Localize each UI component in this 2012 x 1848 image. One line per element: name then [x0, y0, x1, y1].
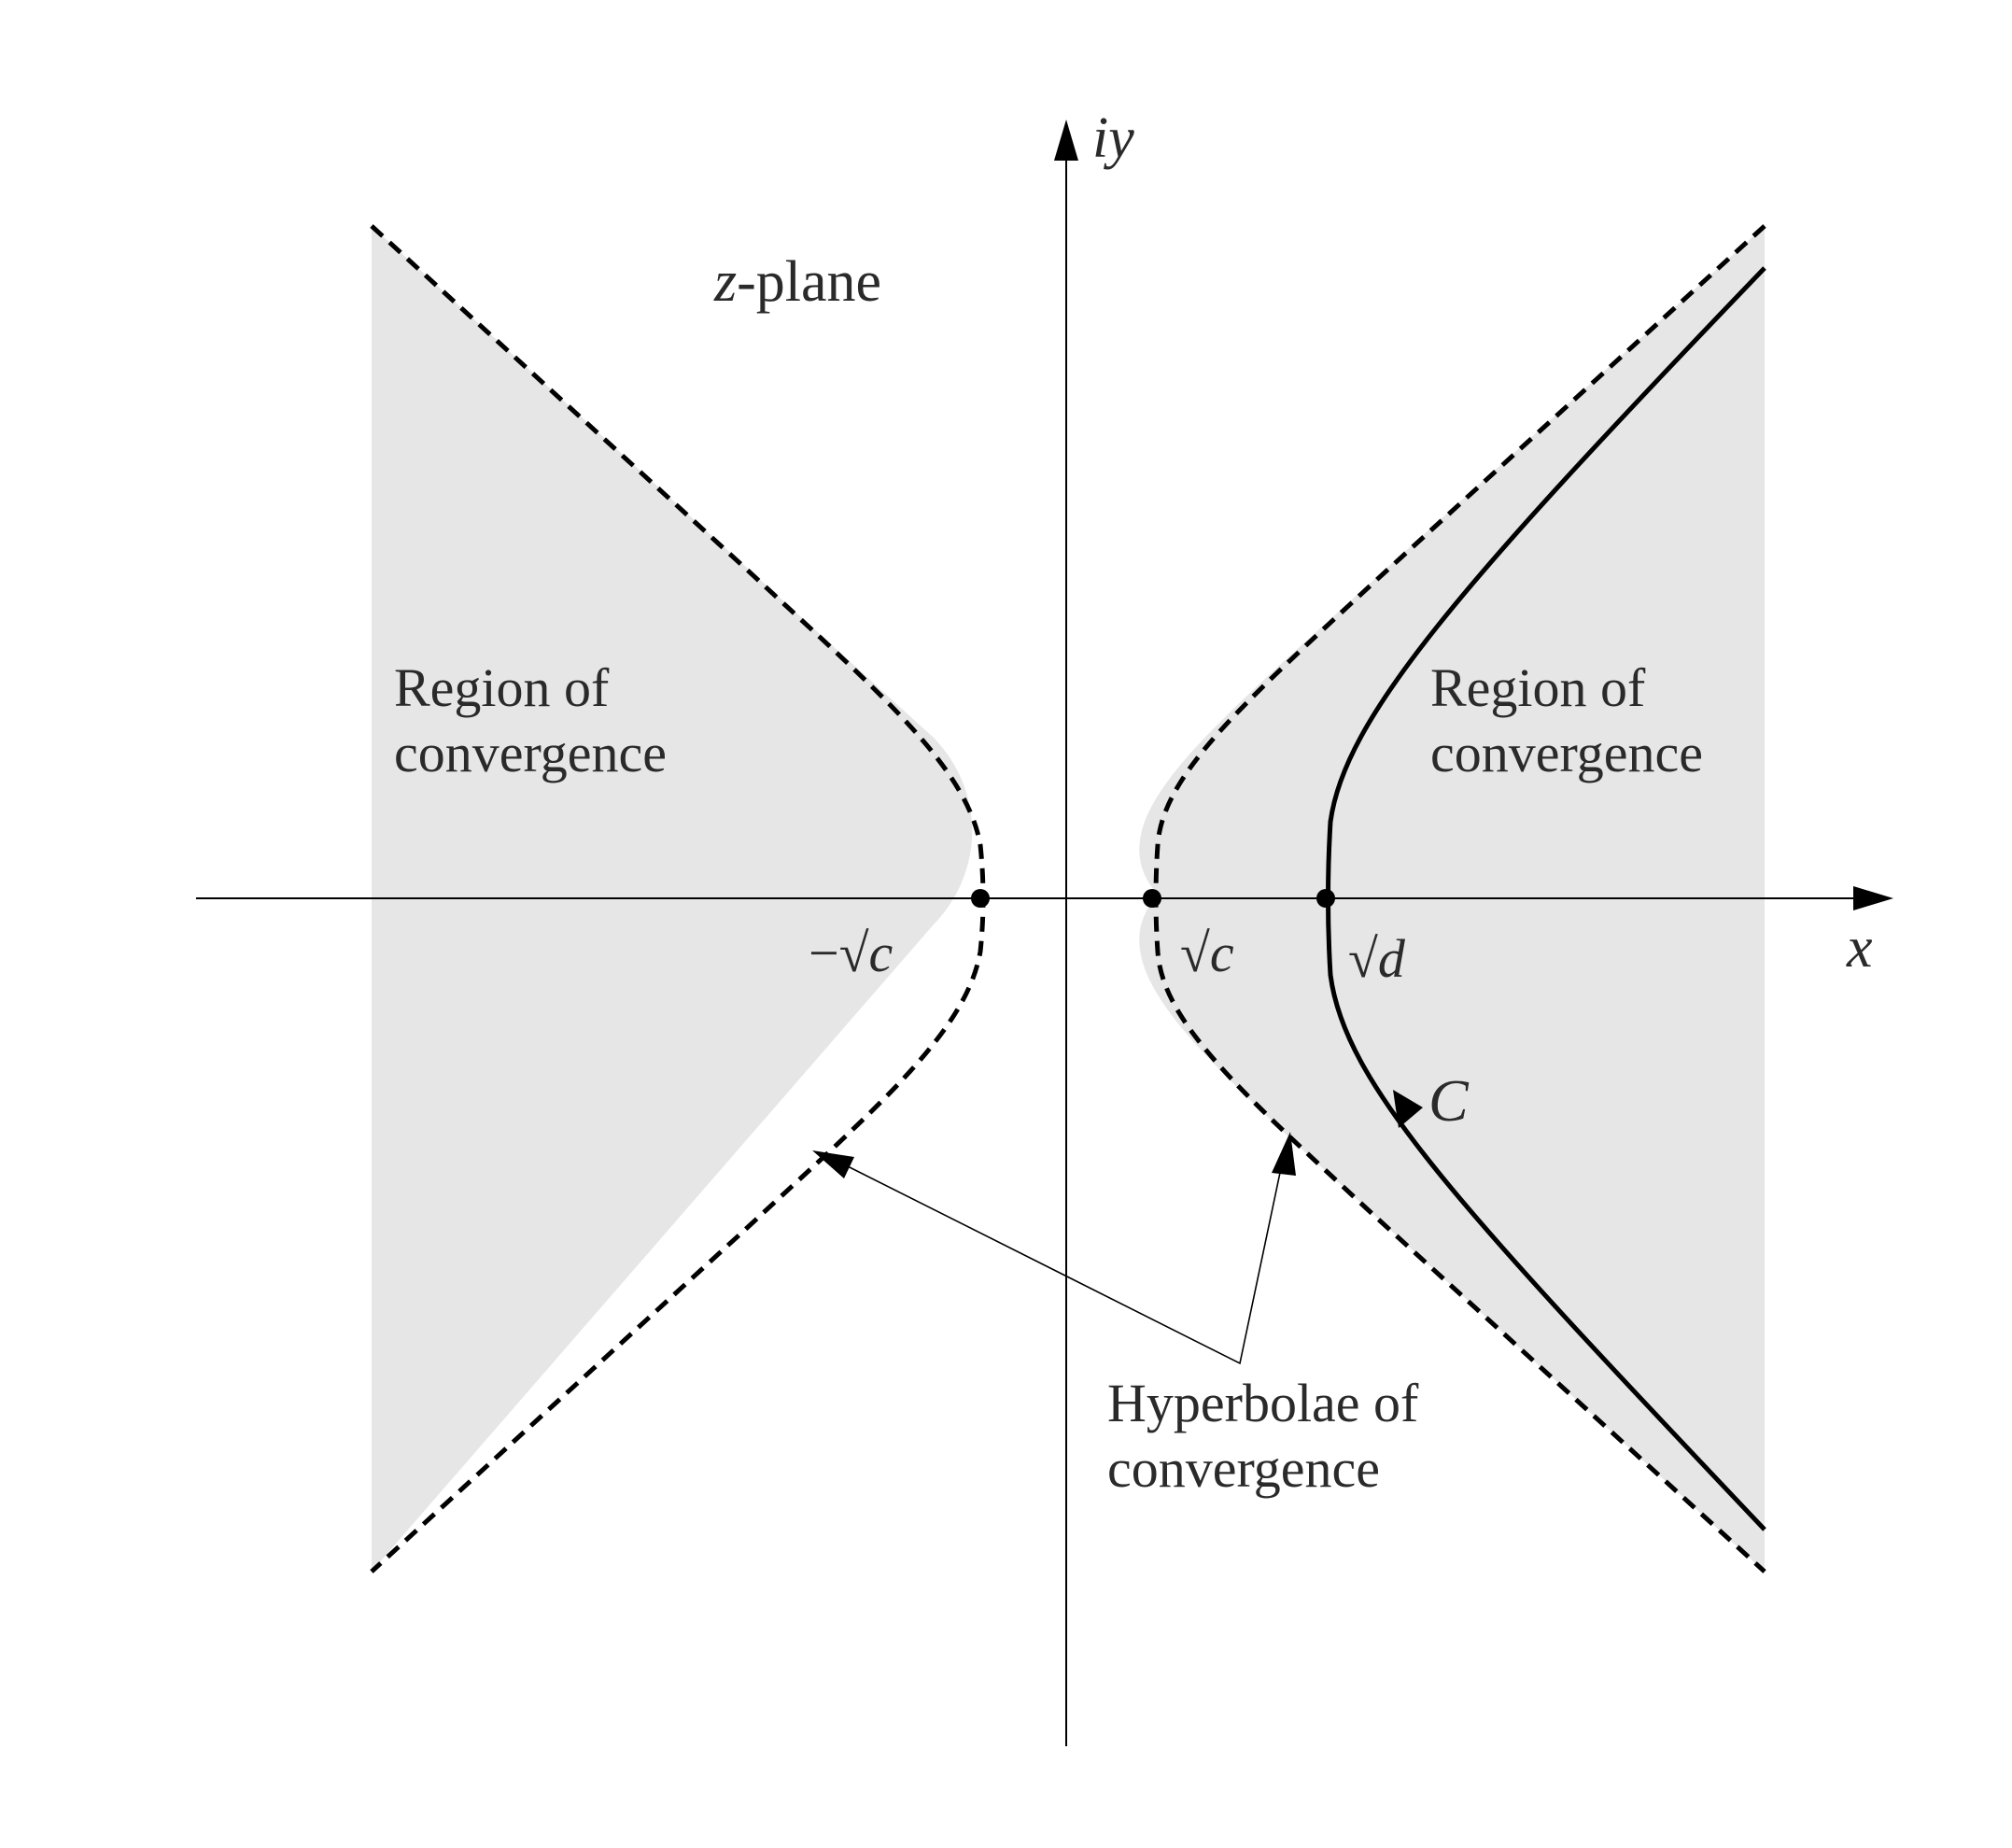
- x-axis-label: x: [1846, 916, 1873, 980]
- pointer-arrowhead-right: [1272, 1132, 1296, 1176]
- hyperbolae-label-line2: convergence: [1107, 1438, 1380, 1499]
- x-axis-arrowhead: [1853, 886, 1893, 910]
- pointer-arrowhead-left: [812, 1150, 854, 1178]
- neg-sqrt-c-label: −√c: [809, 923, 893, 983]
- y-axis-label: iy: [1092, 106, 1134, 170]
- point-neg-sqrt-c: [971, 889, 990, 908]
- region-right-label-line1: Region of: [1430, 657, 1646, 718]
- contour-c-label: C: [1428, 1067, 1470, 1134]
- hyperbolae-label-line1: Hyperbolae of: [1107, 1373, 1419, 1433]
- point-sqrt-c: [1143, 889, 1161, 908]
- y-axis-arrowhead: [1054, 120, 1078, 161]
- region-left-label-line1: Region of: [394, 657, 610, 718]
- region-right-label-line2: convergence: [1430, 723, 1703, 783]
- region-left-label-line2: convergence: [394, 723, 667, 783]
- sqrt-c-label: √c: [1180, 923, 1234, 983]
- sqrt-d-label: √d: [1348, 928, 1406, 989]
- pointer-line: [837, 1150, 1286, 1365]
- plane-label: z-plane: [713, 250, 881, 314]
- point-sqrt-d: [1316, 889, 1335, 908]
- contour-c-arrowhead: [1393, 1090, 1423, 1128]
